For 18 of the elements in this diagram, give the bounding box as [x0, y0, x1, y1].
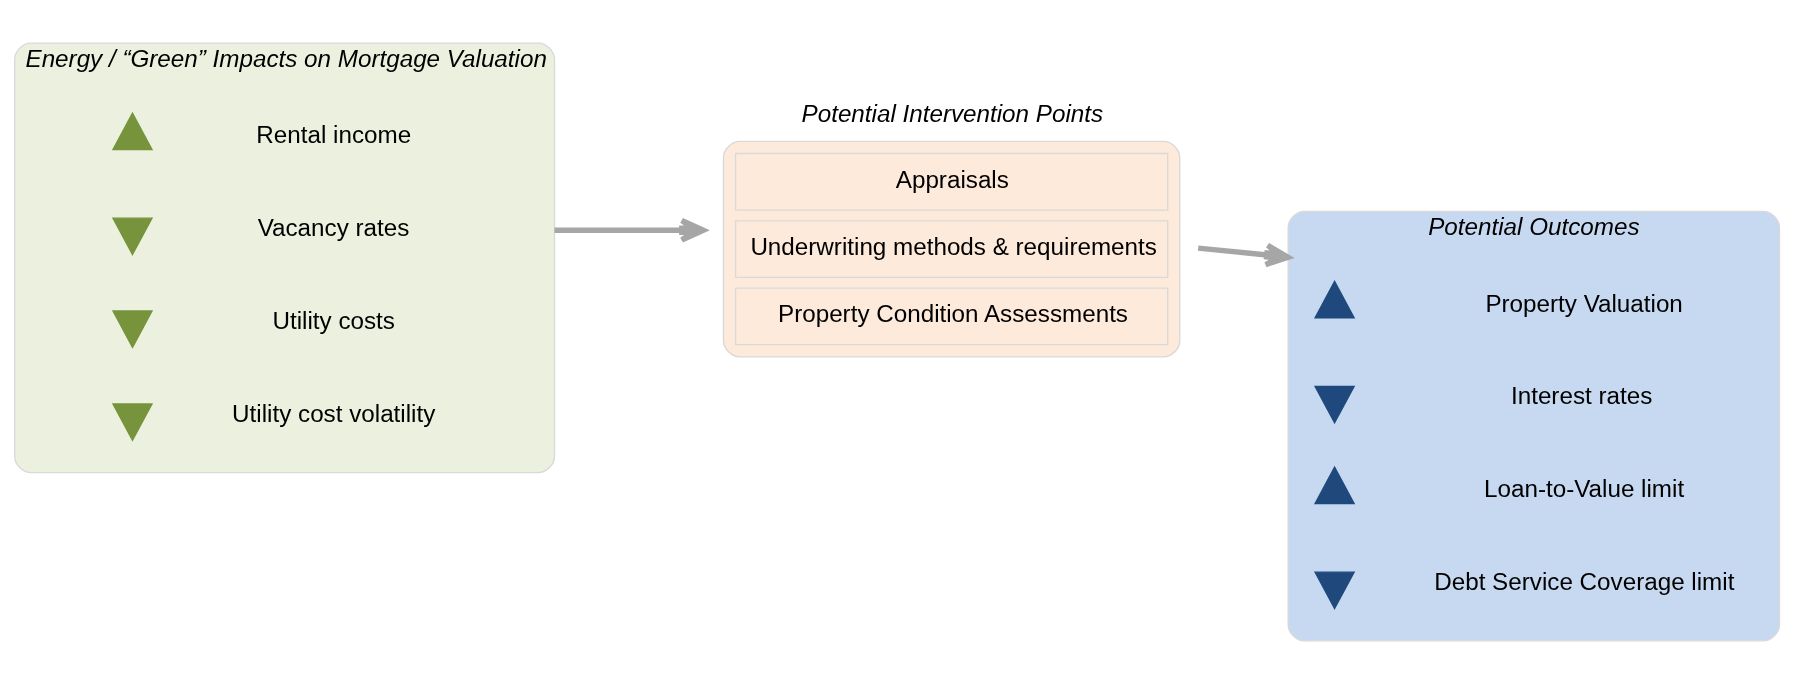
node-down-arrow [111, 309, 154, 349]
node-text: Utility cost volatility [232, 399, 436, 427]
node-down-arrow [1313, 385, 1356, 424]
node-up-arrow [1313, 465, 1356, 504]
node-up-arrow [1313, 279, 1356, 318]
node-text: Loan-to-Value limit [1484, 474, 1685, 502]
node-label: Potential Intervention Points [801, 99, 1104, 127]
node-down-arrow [1313, 571, 1356, 610]
node-down-arrow [111, 216, 154, 256]
node-text: Debt Service Coverage limit [1434, 567, 1735, 595]
node-down-arrow [111, 402, 154, 442]
node-text: Interest rates [1510, 381, 1653, 409]
node-text: Utility costs [272, 306, 395, 334]
node-text: Vacancy rates [257, 213, 410, 241]
node-up-arrow [111, 111, 154, 150]
arrow [554, 217, 707, 243]
node-text: Rental income [256, 120, 412, 148]
node-text: Property Valuation [1485, 289, 1683, 317]
